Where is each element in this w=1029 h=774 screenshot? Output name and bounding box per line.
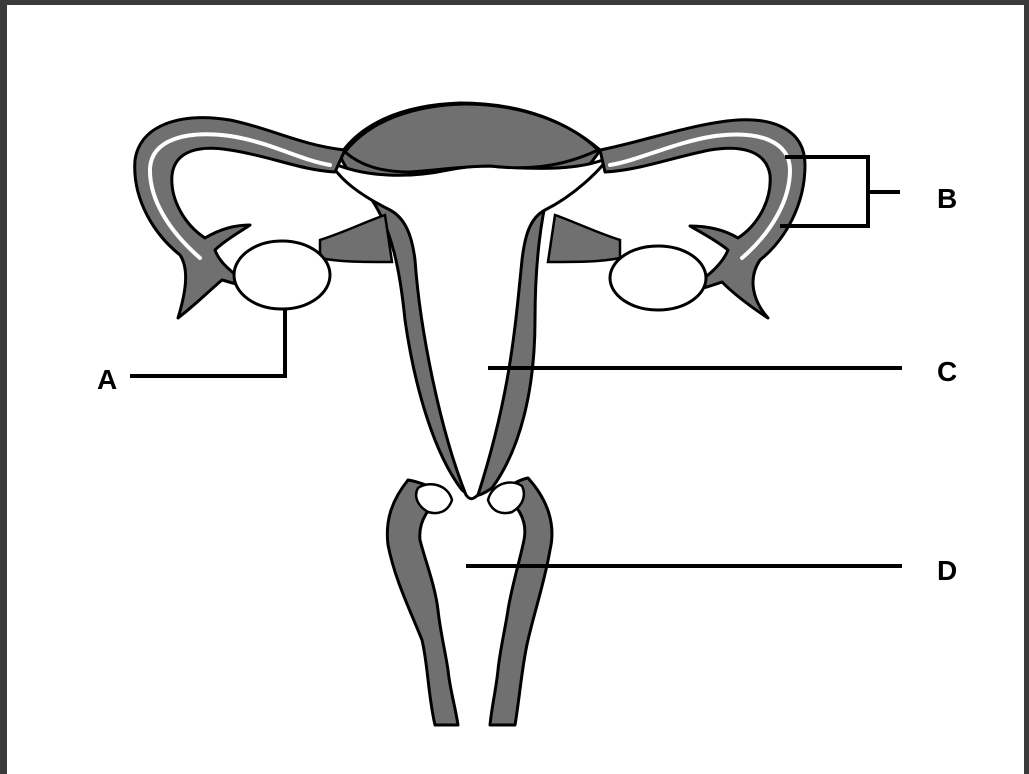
uterine-cavity — [330, 158, 608, 499]
left-ovary — [234, 241, 330, 309]
label-d: D — [937, 555, 957, 586]
vagina — [387, 478, 552, 725]
vaginal-wall-left — [387, 480, 458, 725]
label-b: B — [937, 183, 957, 214]
cervix — [416, 484, 452, 513]
label-a: A — [97, 364, 117, 395]
fundus — [345, 104, 598, 172]
uterus — [330, 103, 608, 499]
right-ovarian-ligament — [548, 215, 620, 262]
label-c: C — [937, 356, 957, 387]
right-ovary — [610, 246, 706, 310]
vaginal-wall-right — [490, 478, 552, 725]
leader-line-a — [130, 308, 285, 376]
left-ovarian-ligament — [320, 215, 392, 262]
